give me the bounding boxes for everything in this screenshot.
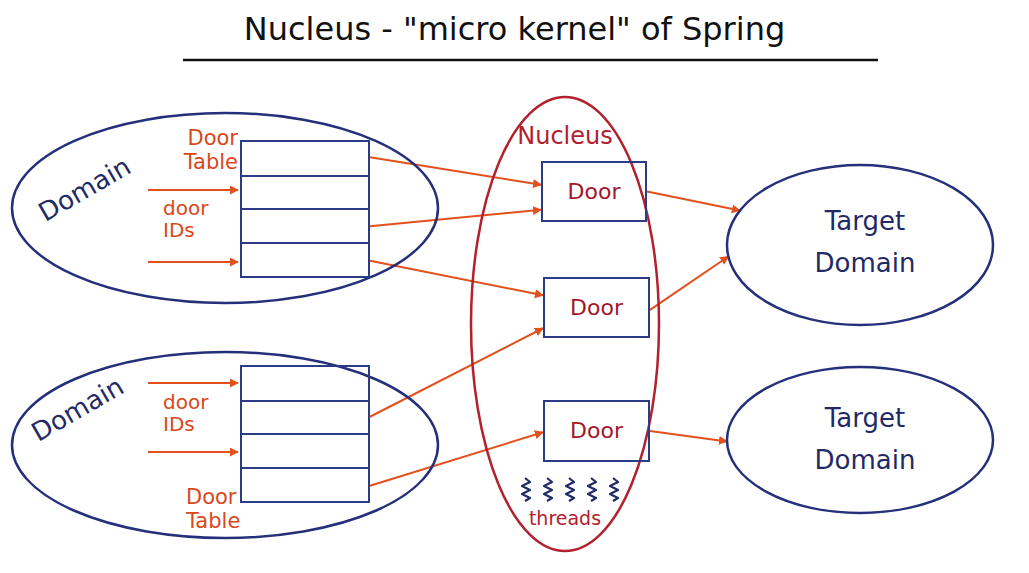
door-connector	[370, 328, 543, 417]
door-box: Door	[541, 161, 647, 222]
door-box: Door	[543, 277, 650, 338]
ellipse-outline	[727, 367, 993, 513]
door-connector	[650, 431, 727, 442]
table-row-divider	[242, 467, 368, 469]
nucleus-ellipse: NucleusDoorDoorDoor	[469, 95, 661, 553]
thread-squiggle	[610, 478, 618, 501]
ellipse-outline	[725, 163, 995, 327]
node-label: Door Table	[166, 126, 238, 174]
door-id-arrow	[148, 261, 238, 263]
ellipse-outline	[725, 365, 995, 515]
door-id-arrows	[148, 190, 238, 452]
ellipse-outline	[471, 97, 659, 551]
node-label: Door	[570, 295, 623, 320]
door-id-arrow	[148, 451, 238, 453]
thread-squiggle	[588, 478, 596, 501]
ellipse-outline	[12, 352, 438, 538]
table-row-divider	[242, 208, 368, 210]
door-box: Door	[543, 400, 650, 462]
node-label: Domain	[19, 367, 138, 453]
thread-squiggle	[566, 478, 574, 501]
node-label: Nucleus	[505, 123, 625, 151]
ellipse-outline	[469, 95, 661, 553]
door-table: Door Table	[240, 140, 370, 278]
door-connector	[650, 256, 728, 309]
node-label: Domain	[26, 147, 145, 233]
diagram-title: Nucleus - "micro kernel" of Spring	[0, 10, 1029, 48]
node-label: Door	[568, 179, 621, 204]
threads-label: threads	[490, 508, 640, 529]
table-row-divider	[242, 175, 368, 177]
door-connector	[370, 210, 541, 226]
door-ids-label: door IDs	[163, 391, 235, 435]
door-connector	[370, 157, 541, 185]
domain-ellipse: DomainDoor Table	[10, 350, 440, 540]
ellipse-outline	[727, 165, 993, 325]
thread-squiggle	[544, 478, 552, 501]
node-label: Target Domain	[795, 201, 935, 284]
table-row-divider	[242, 400, 368, 402]
node-label: Target Domain	[795, 398, 935, 481]
thread-squiggle	[522, 478, 530, 501]
door-id-arrow	[148, 189, 238, 191]
door-connector	[647, 192, 740, 211]
ellipse-outline	[12, 113, 438, 303]
door-id-arrow	[148, 382, 238, 384]
table-row-divider	[242, 242, 368, 244]
target-domain-ellipse: Target Domain	[725, 365, 995, 515]
title-underline	[183, 59, 878, 62]
door-table: Door Table	[240, 365, 370, 503]
target-domain-ellipse: Target Domain	[725, 163, 995, 327]
door-ids-label: door IDs	[163, 197, 235, 241]
node-label: Door Table	[186, 485, 252, 533]
thread-squiggles	[522, 478, 618, 501]
door-connector	[370, 432, 543, 486]
table-row-divider	[242, 433, 368, 435]
domain-ellipse: Domain Door Table	[10, 111, 440, 305]
node-label: Door	[570, 418, 623, 443]
